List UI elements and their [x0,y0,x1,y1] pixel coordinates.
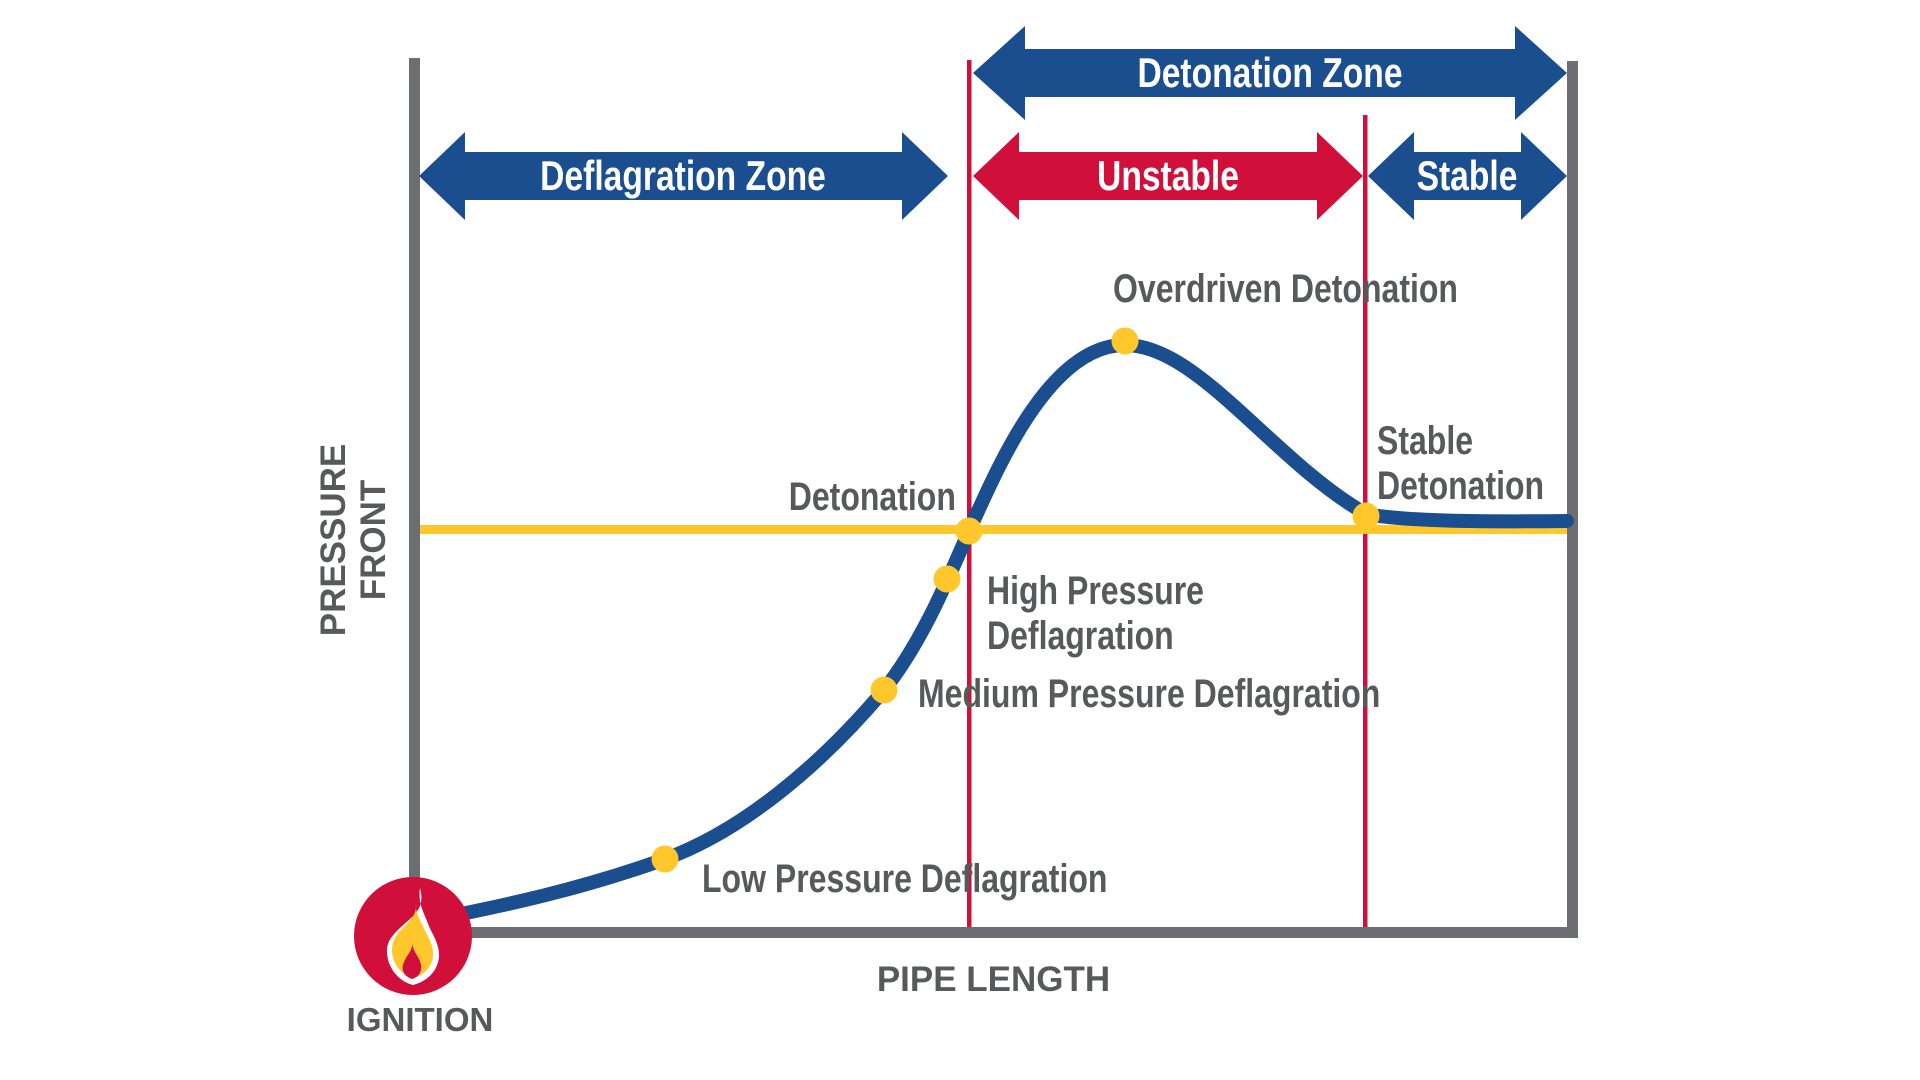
medium-pressure-deflagration-dot [870,676,898,704]
y-axis-line [409,58,420,938]
detonation-zone-arrow [973,26,1567,120]
stable-zone-arrow [1368,132,1567,220]
detonation-dot [955,517,983,545]
flame-icon [386,888,440,985]
stable-detonation-label: Stable Detonation [1377,419,1545,508]
deflagration-detonation-boundary-line [967,60,972,930]
low-pressure-deflagration-label: Low Pressure Deflagration [702,857,1108,901]
stable-detonation-pressure-line [420,525,1567,534]
overdriven-detonation-label: Overdriven Detonation [1113,267,1458,311]
x-axis-line [409,927,1578,938]
ignition-label: IGNITION [346,1001,494,1038]
stable-detonation-dot [1352,502,1380,530]
right-border-line [1567,61,1578,938]
deflagration-zone-label: Deflagration Zone [540,152,826,199]
x-axis-label: PIPE LENGTH [876,960,1111,999]
unstable-zone-label: Unstable [1097,152,1239,199]
high-pressure-deflagration-label: High Pressure Deflagration [987,569,1204,658]
unstable-zone-arrow [973,132,1363,220]
y-axis-label: PRESSURE FRONT [314,443,393,637]
overdriven-detonation-dot [1111,327,1139,355]
deflagration-zone-arrow [419,132,948,220]
low-pressure-deflagration-dot [651,845,679,873]
detonation-label: Detonation [788,475,956,519]
detonation-zone-label: Detonation Zone [1137,49,1403,96]
stable-zone-label: Stable [1416,152,1518,199]
high-pressure-deflagration-dot [933,565,961,593]
medium-pressure-deflagration-label: Medium Pressure Deflagration [918,672,1381,716]
